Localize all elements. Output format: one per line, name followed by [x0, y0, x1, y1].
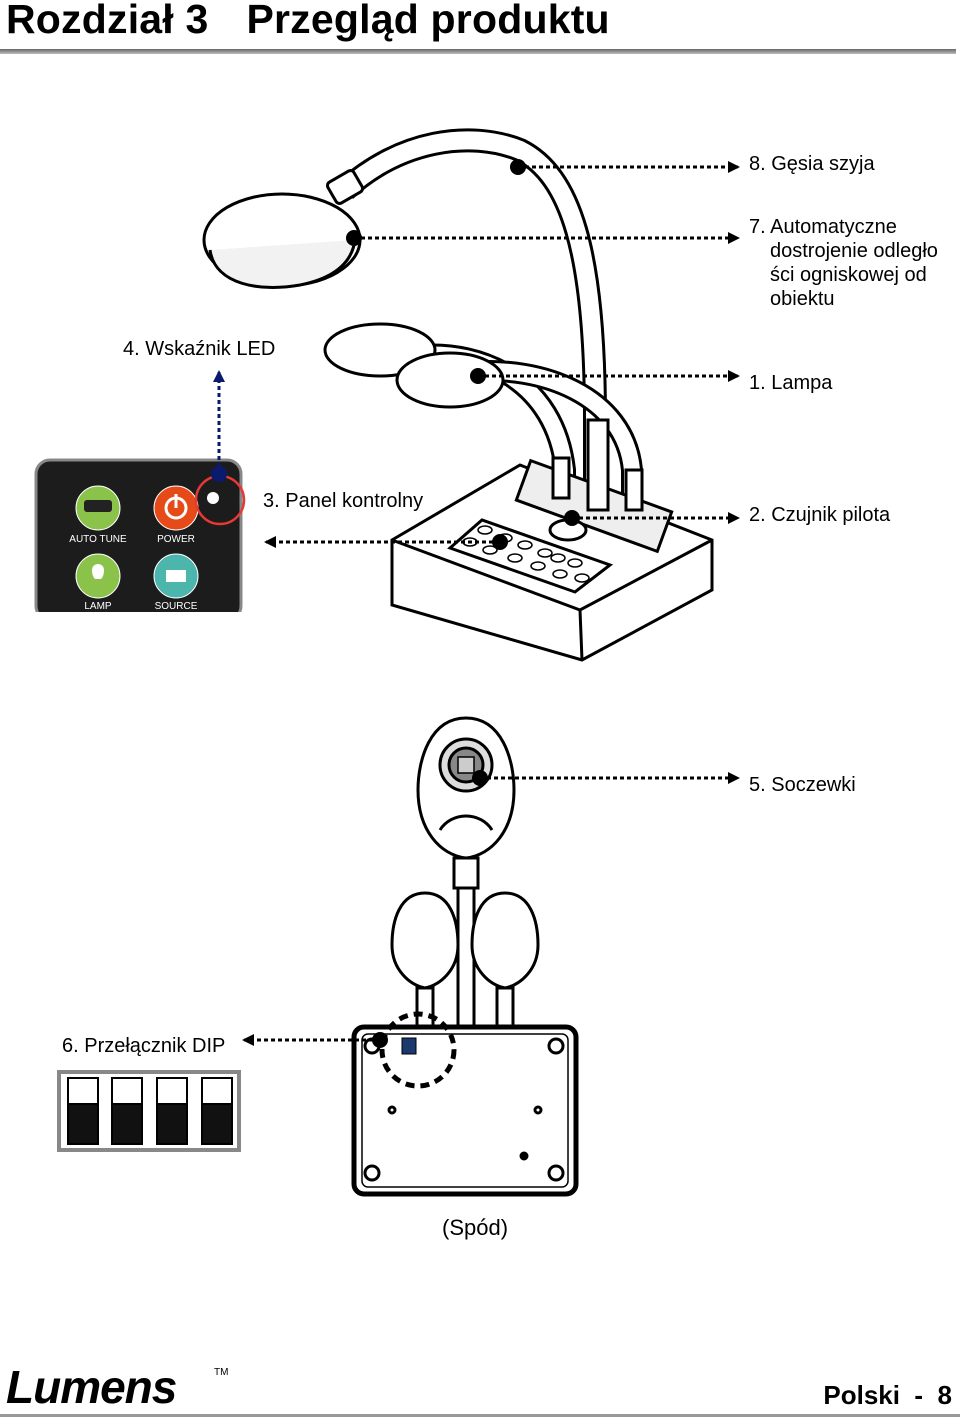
brand-name: Lumens — [6, 1361, 177, 1411]
callout-autotune-line1: 7. Automatyczne — [749, 216, 897, 238]
callout-lamp: 1. Lampa — [749, 372, 833, 394]
chapter-heading: Rozdział 3 Przegląd produktu — [6, 0, 610, 43]
header-rule — [0, 49, 956, 54]
panel-closeup: AUTO TUNE POWER LAMP SOURCE — [30, 458, 246, 626]
callout-dip: 6. Przełącznik DIP — [62, 1035, 226, 1057]
brand-tm: TM — [214, 1367, 228, 1378]
callout-lens: 5. Soczewki — [749, 774, 856, 796]
callout-gooseneck: 8. Gęsia szyja — [749, 153, 875, 175]
leader-lines — [213, 161, 740, 1046]
callout-led: 4. Wskaźnik LED — [123, 338, 276, 360]
panel-label-auto-tune: AUTO TUNE — [69, 534, 127, 545]
chapter-number: Rozdział 3 — [6, 0, 209, 42]
footer-rule — [0, 1414, 960, 1417]
chapter-title: Przegląd produktu — [246, 0, 610, 42]
callout-autotune-line4: obiektu — [770, 288, 835, 310]
brand-logo: Lumens TM — [2, 1355, 242, 1416]
leader-dots — [211, 159, 580, 1048]
panel-label-lamp: LAMP — [84, 601, 112, 612]
callout-remote-sensor: 2. Czujnik pilota — [749, 504, 891, 526]
caption-bottom-view: (Spód) — [442, 1215, 509, 1240]
page-number: Polski - 8 — [823, 1380, 952, 1410]
callout-autotune-line2: dostrojenie odległo — [770, 240, 938, 262]
callout-autotune-line3: ści ogniskowej od — [770, 264, 927, 286]
camera-top-view — [351, 716, 579, 1197]
callout-panel: 3. Panel kontrolny — [263, 490, 424, 512]
document-camera — [202, 128, 714, 662]
dip-switch-closeup — [57, 1070, 241, 1152]
panel-label-source: SOURCE — [155, 601, 198, 612]
panel-label-power: POWER — [157, 534, 195, 545]
